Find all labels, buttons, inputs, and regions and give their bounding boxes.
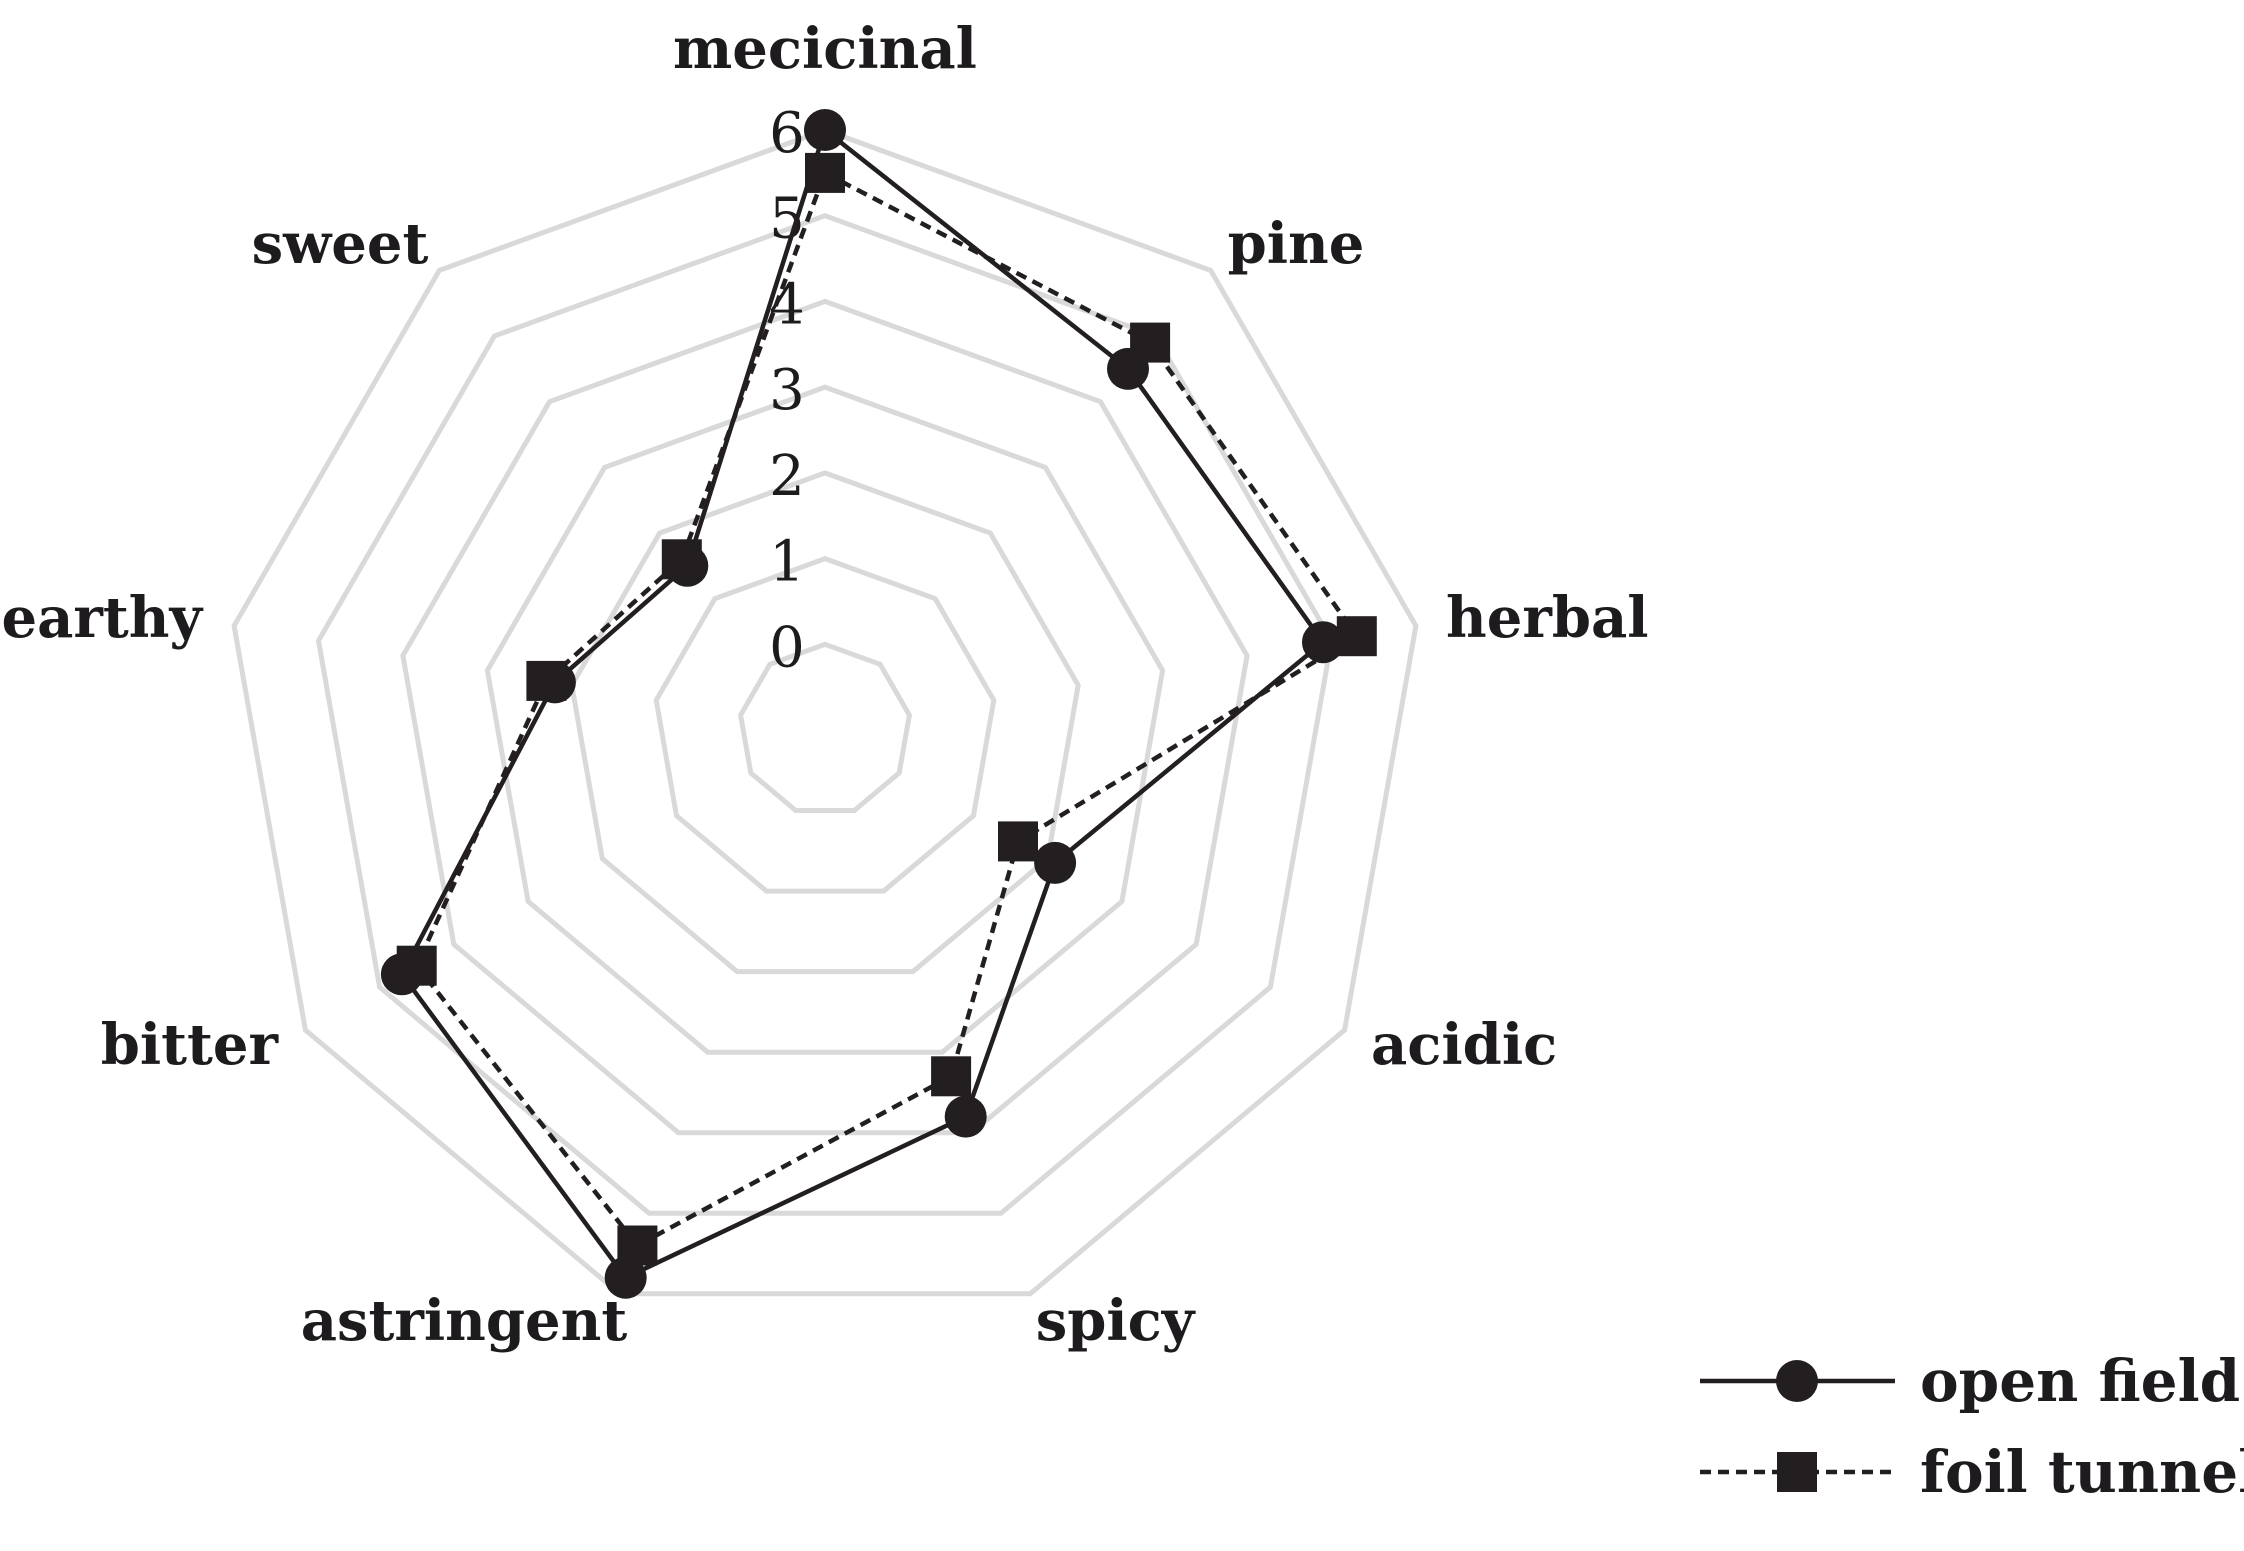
open-field-point <box>1034 841 1077 884</box>
foil-tunnel-point <box>661 539 702 580</box>
grid-layer <box>231 127 1419 1297</box>
foil-tunnel-point <box>396 945 437 986</box>
foil-tunnel-point <box>805 152 845 193</box>
legend-label-open-field: open field <box>1920 1347 2240 1415</box>
grid-ring-5 <box>315 213 1335 1216</box>
grid-ring-4 <box>400 298 1250 1136</box>
axis-label-bitter: bitter <box>101 1012 280 1078</box>
legend-open-field-point <box>1776 1360 1818 1402</box>
open-field-point <box>944 1095 987 1138</box>
axis-label-acidic: acidic <box>1371 1012 1557 1078</box>
tick-label: 1 <box>769 530 805 595</box>
axis-label-mecicinal: mecicinal <box>673 16 977 82</box>
legend-item-open-field: open field <box>1700 1347 2240 1415</box>
series-layer <box>380 109 1377 1299</box>
tick-label: 6 <box>769 101 805 166</box>
tick-label: 5 <box>769 187 805 252</box>
series-open-field <box>380 109 1344 1299</box>
axis-label-spicy: spicy <box>1036 1288 1196 1354</box>
series-line-foil-tunnel <box>414 169 1361 1249</box>
series-line-open-field <box>399 126 1327 1281</box>
axis-label-earthy: earthy <box>1 585 203 651</box>
grid-ring-1 <box>653 555 997 894</box>
foil-tunnel-point <box>931 1056 972 1097</box>
grid-ring-2 <box>569 470 1081 975</box>
tick-label: 0 <box>769 615 805 680</box>
legend: open field foil tunnel <box>1700 1347 2244 1506</box>
axis-label-astringent: astringent <box>301 1288 628 1354</box>
series-foil-tunnel <box>396 152 1377 1266</box>
foil-tunnel-point <box>998 821 1038 862</box>
open-field-point <box>804 109 846 151</box>
legend-foil-tunnel-point <box>1777 1452 1817 1492</box>
tick-label: 2 <box>769 444 805 509</box>
axis-label-sweet: sweet <box>252 211 429 277</box>
tick-label: 3 <box>769 358 805 423</box>
axis-label-herbal: herbal <box>1446 585 1649 651</box>
open-field-point <box>604 1256 647 1299</box>
grid-ring-0 <box>737 641 913 813</box>
grid-ring-6 <box>231 127 1419 1297</box>
axis-label-layer: mecicinal pine herbal acidic spicy astringent… <box>1 16 1648 1354</box>
foil-tunnel-point <box>526 660 567 701</box>
grid-ring-3 <box>484 384 1166 1055</box>
open-field-point <box>1302 621 1344 664</box>
foil-tunnel-point <box>1336 616 1377 657</box>
axis-label-pine: pine <box>1228 211 1365 277</box>
legend-item-foil-tunnel: foil tunnel <box>1700 1438 2244 1506</box>
legend-label-foil-tunnel: foil tunnel <box>1920 1438 2244 1506</box>
foil-tunnel-point <box>1130 322 1171 363</box>
foil-tunnel-point <box>617 1225 658 1266</box>
